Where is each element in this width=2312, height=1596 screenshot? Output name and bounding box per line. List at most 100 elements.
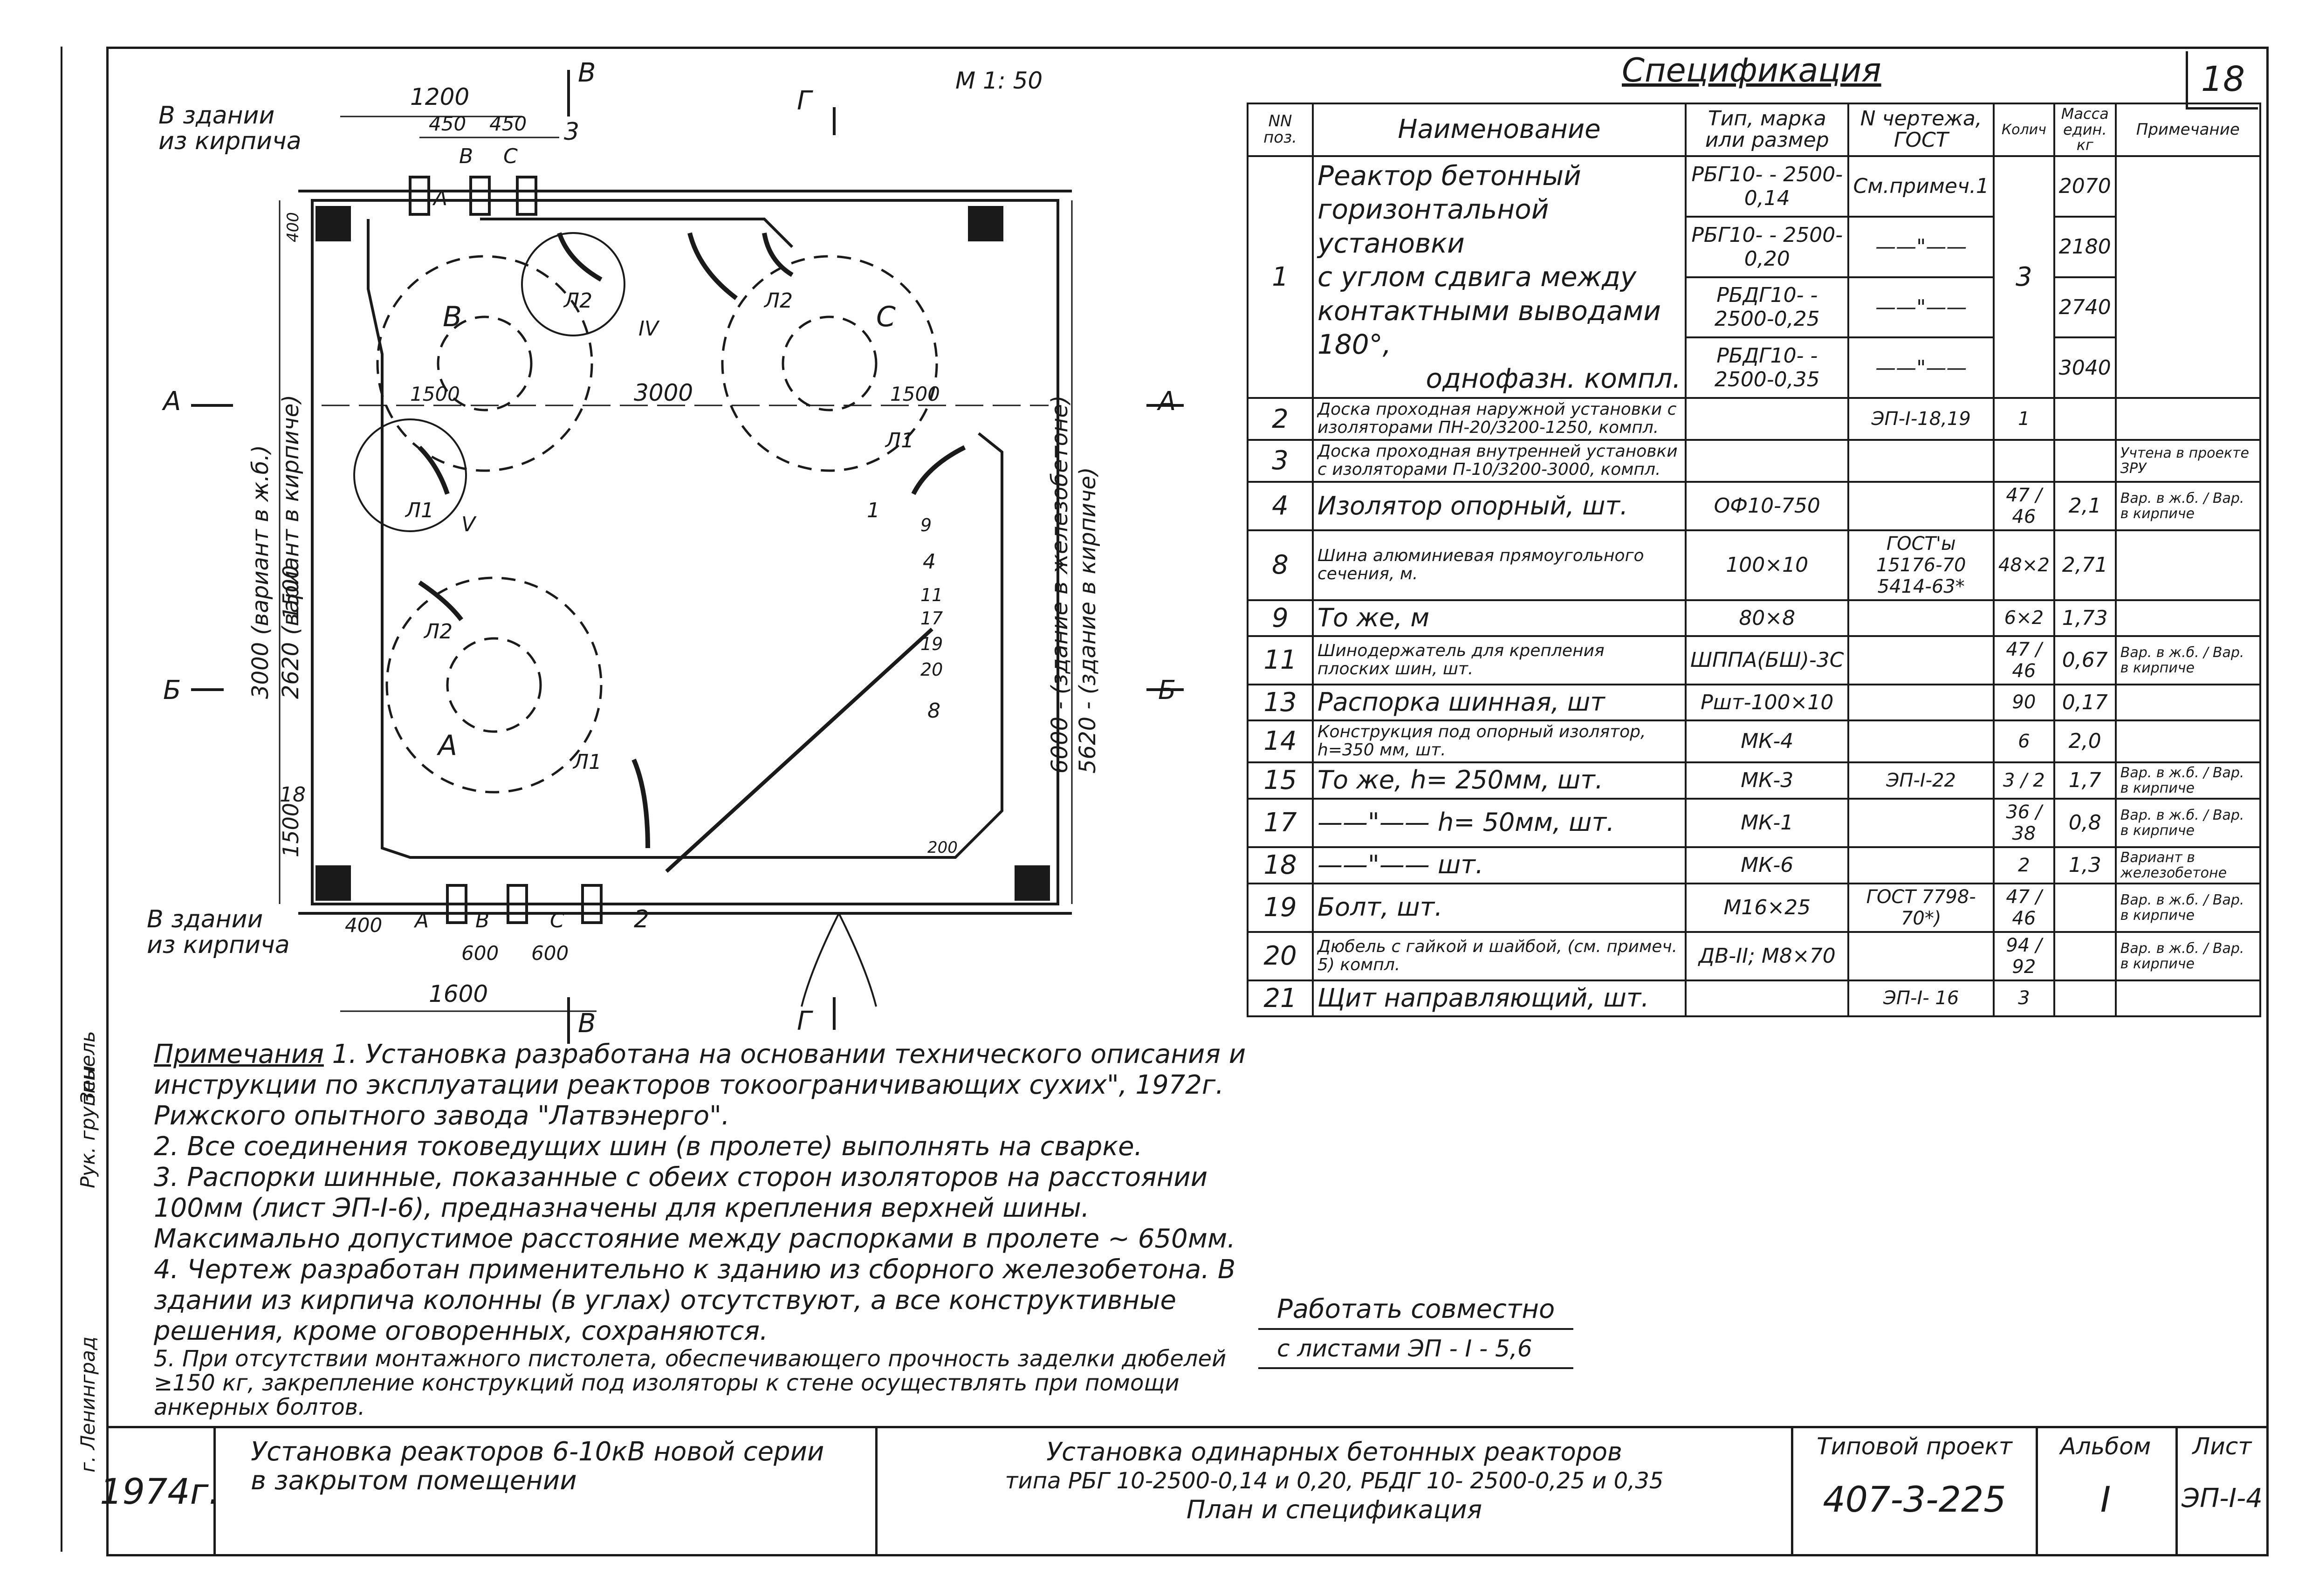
- svg-text:А: А: [436, 729, 457, 762]
- svg-text:17: 17: [920, 608, 943, 629]
- svg-text:3000 (вариант в ж.б.): 3000 (вариант в ж.б.): [247, 445, 274, 699]
- svg-text:11: 11: [920, 585, 943, 605]
- spec-cell-pos: 20: [1247, 931, 1314, 981]
- svg-text:В: В: [443, 301, 462, 333]
- svg-text:5620 - (здание в кирпиче): 5620 - (здание в кирпиче): [1075, 467, 1101, 774]
- spec-cell-name: Болт, шт.: [1312, 882, 1687, 933]
- svg-text:450: 450: [489, 112, 527, 135]
- plan-drawing: М 1: 50 В здании из кирпича В здании из …: [147, 58, 1184, 1044]
- spec-cell-qty: 94 / 92: [1992, 931, 2055, 981]
- spec-cell-qty: 6×2: [1992, 599, 2055, 637]
- spec-cell-gost: ЭП-I-18,19: [1847, 397, 1995, 441]
- note-5: 5. При отсутствии монтажного пистолета, …: [154, 1346, 1227, 1420]
- spec-cell-type: ШППА(БШ)-3С: [1684, 635, 1850, 685]
- spec-cell-note: [2114, 397, 2261, 441]
- spec-cell-name: Щит направляющий, шт.: [1312, 979, 1687, 1017]
- spec-cell-note: [2114, 599, 2261, 637]
- reactor-C: [721, 255, 938, 472]
- spec-cell-gost: [1847, 719, 1995, 763]
- room-outline: [311, 199, 1059, 905]
- spec-title: Спецификация: [1622, 51, 1881, 89]
- spec-cell-note: Вар. в ж.б. / Вар. в кирпиче: [2114, 761, 2261, 800]
- brick-bot-1: В здании: [147, 905, 263, 933]
- spec-cell-type: Ршт-100×10: [1684, 683, 1850, 721]
- spec-cell-pos: 4: [1247, 480, 1314, 531]
- spec-cell-note: Вар. в ж.б. / Вар. в кирпиче: [2114, 635, 2261, 685]
- spec-cell-name: Шинодержатель для крепления плоских шин,…: [1312, 635, 1687, 685]
- spec-cell-note: Вар. в ж.б. / Вар. в кирпиче: [2114, 882, 2261, 933]
- svg-text:200: 200: [927, 838, 958, 857]
- reactor-B: [376, 255, 593, 472]
- spec-cell-note: [2114, 979, 2261, 1017]
- spec-cell-name: Доска проходная наружной установки с изо…: [1312, 397, 1687, 441]
- svg-text:С: С: [550, 909, 564, 932]
- work-together: Работать совместно с листами ЭП - I - 5,…: [1258, 1291, 1574, 1369]
- spec-cell-name: То же, м: [1312, 599, 1687, 637]
- spec-cell-name: ——"—— шт.: [1312, 846, 1687, 884]
- spec-cell-type: [1684, 397, 1850, 441]
- spec-cell-mass: 0,8: [2053, 797, 2117, 848]
- svg-text:Л2: Л2: [423, 620, 453, 644]
- svg-text:1200: 1200: [410, 83, 469, 110]
- svg-text:19: 19: [920, 634, 943, 654]
- side-strip: г. Ленинград Рук. группы Зенель: [61, 47, 109, 1552]
- spec-cell-note: Вариант в железобетоне: [2114, 846, 2261, 884]
- svg-text:Л1: Л1: [572, 750, 602, 774]
- svg-text:Л2: Л2: [763, 289, 793, 313]
- spec-cell-type: МК-3: [1684, 761, 1850, 800]
- spec-cell-gost: [1847, 599, 1995, 637]
- spec-cell-gost: [1847, 931, 1995, 981]
- svg-text:Л1: Л1: [885, 429, 914, 452]
- spec-cell-qty: 47 / 46: [1992, 882, 2055, 933]
- spec-cell-type: [1684, 439, 1850, 483]
- svg-text:V: V: [461, 513, 477, 536]
- spec-cell-mass: 2,71: [2053, 529, 2117, 601]
- svg-text:А: А: [413, 909, 429, 932]
- svg-text:450: 450: [429, 112, 466, 135]
- spec-cell-pos: 17: [1247, 797, 1314, 848]
- spec-cell-name: Конструкция под опорный изолятор, h=350 …: [1312, 719, 1687, 763]
- spec-cell-gost: [1847, 683, 1995, 721]
- svg-text:Б: Б: [1158, 675, 1176, 706]
- svg-text:18: 18: [280, 783, 306, 807]
- svg-text:Л2: Л2: [563, 289, 592, 313]
- spec-cell-mass: 0,17: [2053, 683, 2117, 721]
- spec-cell-mass: [2053, 979, 2117, 1017]
- svg-text:1500: 1500: [278, 803, 303, 857]
- sheet-number: 18: [2186, 51, 2258, 110]
- spec-cell-pos: 9: [1247, 599, 1314, 637]
- spec-cell-type: [1684, 979, 1850, 1017]
- svg-text:600: 600: [531, 942, 569, 965]
- note-3: 3. Распорки шинные, показанные с обеих с…: [154, 1162, 1235, 1254]
- spec-cell-type: МК-6: [1684, 846, 1850, 884]
- spec-cell-mass: 1,7: [2053, 761, 2117, 800]
- svg-text:1500: 1500: [278, 565, 303, 620]
- note-2: 2. Все соединения токоведущих шин (в про…: [154, 1131, 1143, 1162]
- svg-text:20: 20: [920, 659, 943, 680]
- spec-cell-pos: 13: [1247, 683, 1314, 721]
- spec-cell-mass: 1,73: [2053, 599, 2117, 637]
- spec-cell-gost: [1847, 846, 1995, 884]
- svg-text:600: 600: [461, 942, 499, 965]
- spec-cell-gost: ГОСТ 7798-70*): [1847, 882, 1995, 933]
- svg-text:6000 - (здание в железобетоне): 6000 - (здание в железобетоне): [1047, 395, 1073, 774]
- spec-cell-note: Вар. в ж.б. / Вар. в кирпиче: [2114, 931, 2261, 981]
- spec-cell-note: Учтена в проекте ЗРУ: [2114, 439, 2261, 483]
- spec-cell-mass: 0,67: [2053, 635, 2117, 685]
- spec-cell-gost: ГОСТ'ы 15176-70 5414-63*: [1847, 529, 1995, 601]
- spec-cell-type: МК-1: [1684, 797, 1850, 848]
- spec-cell-note: Вар. в ж.б. / Вар. в кирпиче: [2114, 480, 2261, 531]
- svg-text:9: 9: [920, 515, 932, 535]
- spec-cell-gost: [1847, 439, 1995, 483]
- svg-text:400: 400: [284, 212, 302, 242]
- reactor-A: [385, 576, 603, 794]
- spec-cell-note: Вар. в ж.б. / Вар. в кирпиче: [2114, 797, 2261, 848]
